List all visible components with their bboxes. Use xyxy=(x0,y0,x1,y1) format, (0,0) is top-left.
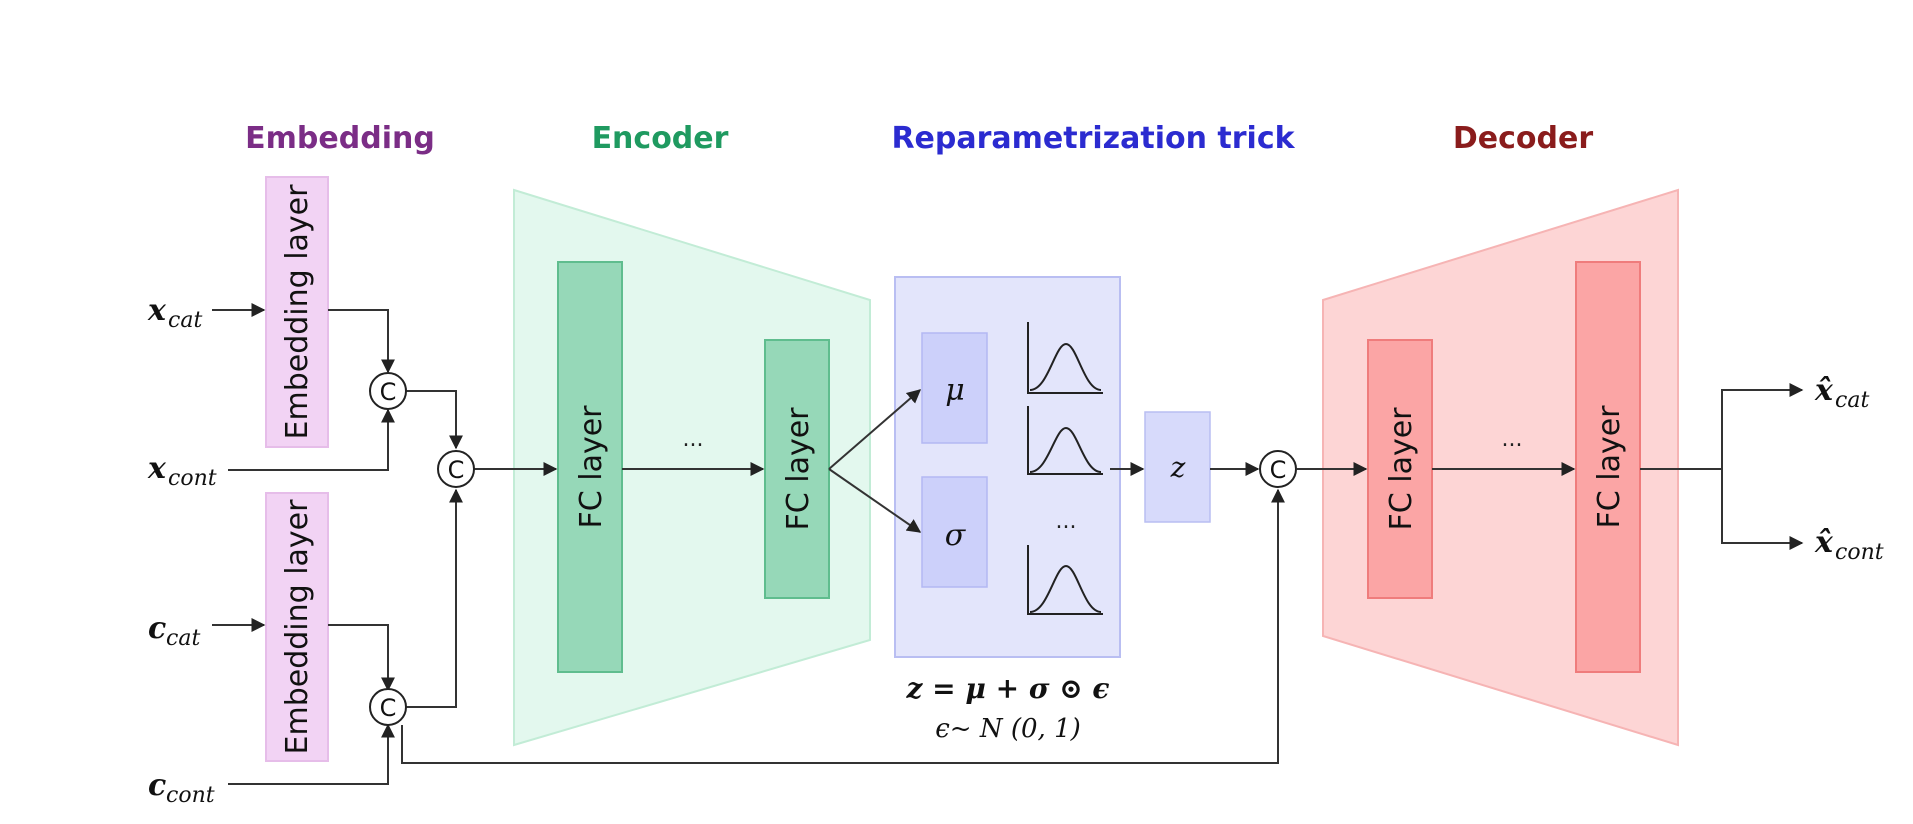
noise-distribution: ϵ~ N (0, 1) xyxy=(935,714,1081,744)
embedding-layer-top-label: Embedding layer xyxy=(280,184,315,440)
embedding-layer-bottom xyxy=(265,492,329,762)
svg-text:cat: cat xyxy=(1835,388,1869,413)
sigma-box xyxy=(921,476,988,588)
output-x-cat: x̂ cat xyxy=(1814,373,1869,413)
svg-text:C: C xyxy=(380,694,397,722)
output-x-cont: x̂ cont xyxy=(1814,525,1884,565)
concat-node-x: C xyxy=(369,372,407,410)
z-label: z xyxy=(1170,451,1186,484)
mu-box xyxy=(921,332,988,444)
connection-wires xyxy=(212,303,1804,785)
decoder-fc-layer-1-label: FC layer xyxy=(1384,407,1419,531)
sigma-label: σ xyxy=(945,518,967,553)
decoder-fc-layer-2-label: FC layer xyxy=(1592,405,1627,529)
gaussian-ellipsis: ... xyxy=(1056,509,1077,534)
svg-text:cont: cont xyxy=(166,783,215,808)
svg-text:C: C xyxy=(448,456,465,484)
encoder-title: Encoder xyxy=(592,121,729,156)
svg-text:c: c xyxy=(148,768,166,803)
svg-text:cat: cat xyxy=(168,308,202,333)
gaussian-plot-1 xyxy=(1027,322,1103,394)
input-x-cat: x cat xyxy=(147,293,202,333)
concat-node-input: C xyxy=(437,450,475,488)
reparam-equation: z = μ + σ ⊙ ϵ xyxy=(906,672,1110,705)
encoder-fc-layer-2 xyxy=(764,339,830,599)
concat-node-latent: C xyxy=(1259,450,1297,488)
svg-text:cont: cont xyxy=(1835,540,1884,565)
svg-text:cont: cont xyxy=(168,466,217,491)
svg-text:cat: cat xyxy=(166,626,200,651)
svg-text:x: x xyxy=(147,293,167,328)
svg-text:x: x xyxy=(147,451,167,486)
reparametrization-title: Reparametrization trick xyxy=(891,121,1295,156)
input-c-cont: c cont xyxy=(148,768,215,808)
decoder-fc-layer-2 xyxy=(1575,261,1641,673)
mu-label: μ xyxy=(945,373,965,408)
embedding-layer-bottom-label: Embedding layer xyxy=(280,499,315,755)
svg-text:C: C xyxy=(1270,456,1287,484)
gaussian-plot-2 xyxy=(1027,406,1103,475)
input-x-cont: x cont xyxy=(147,451,217,491)
svg-text:x̂: x̂ xyxy=(1814,373,1834,408)
embedding-layer-top xyxy=(265,176,329,448)
encoder-ellipsis: ... xyxy=(683,427,704,452)
svg-text:x̂: x̂ xyxy=(1814,525,1834,560)
z-box xyxy=(1144,411,1211,523)
svg-text:c: c xyxy=(148,611,166,646)
decoder-ellipsis: ... xyxy=(1502,427,1523,452)
embedding-title: Embedding xyxy=(245,121,435,156)
encoder-fc-layer-1 xyxy=(557,261,623,673)
input-c-cat: c cat xyxy=(148,611,200,651)
decoder-title: Decoder xyxy=(1453,121,1593,156)
gaussian-plot-3 xyxy=(1027,545,1103,615)
encoder-fc-layer-1-label: FC layer xyxy=(574,405,609,529)
svg-text:C: C xyxy=(380,378,397,406)
concat-node-c: C xyxy=(369,688,407,726)
encoder-fc-layer-2-label: FC layer xyxy=(781,407,816,531)
